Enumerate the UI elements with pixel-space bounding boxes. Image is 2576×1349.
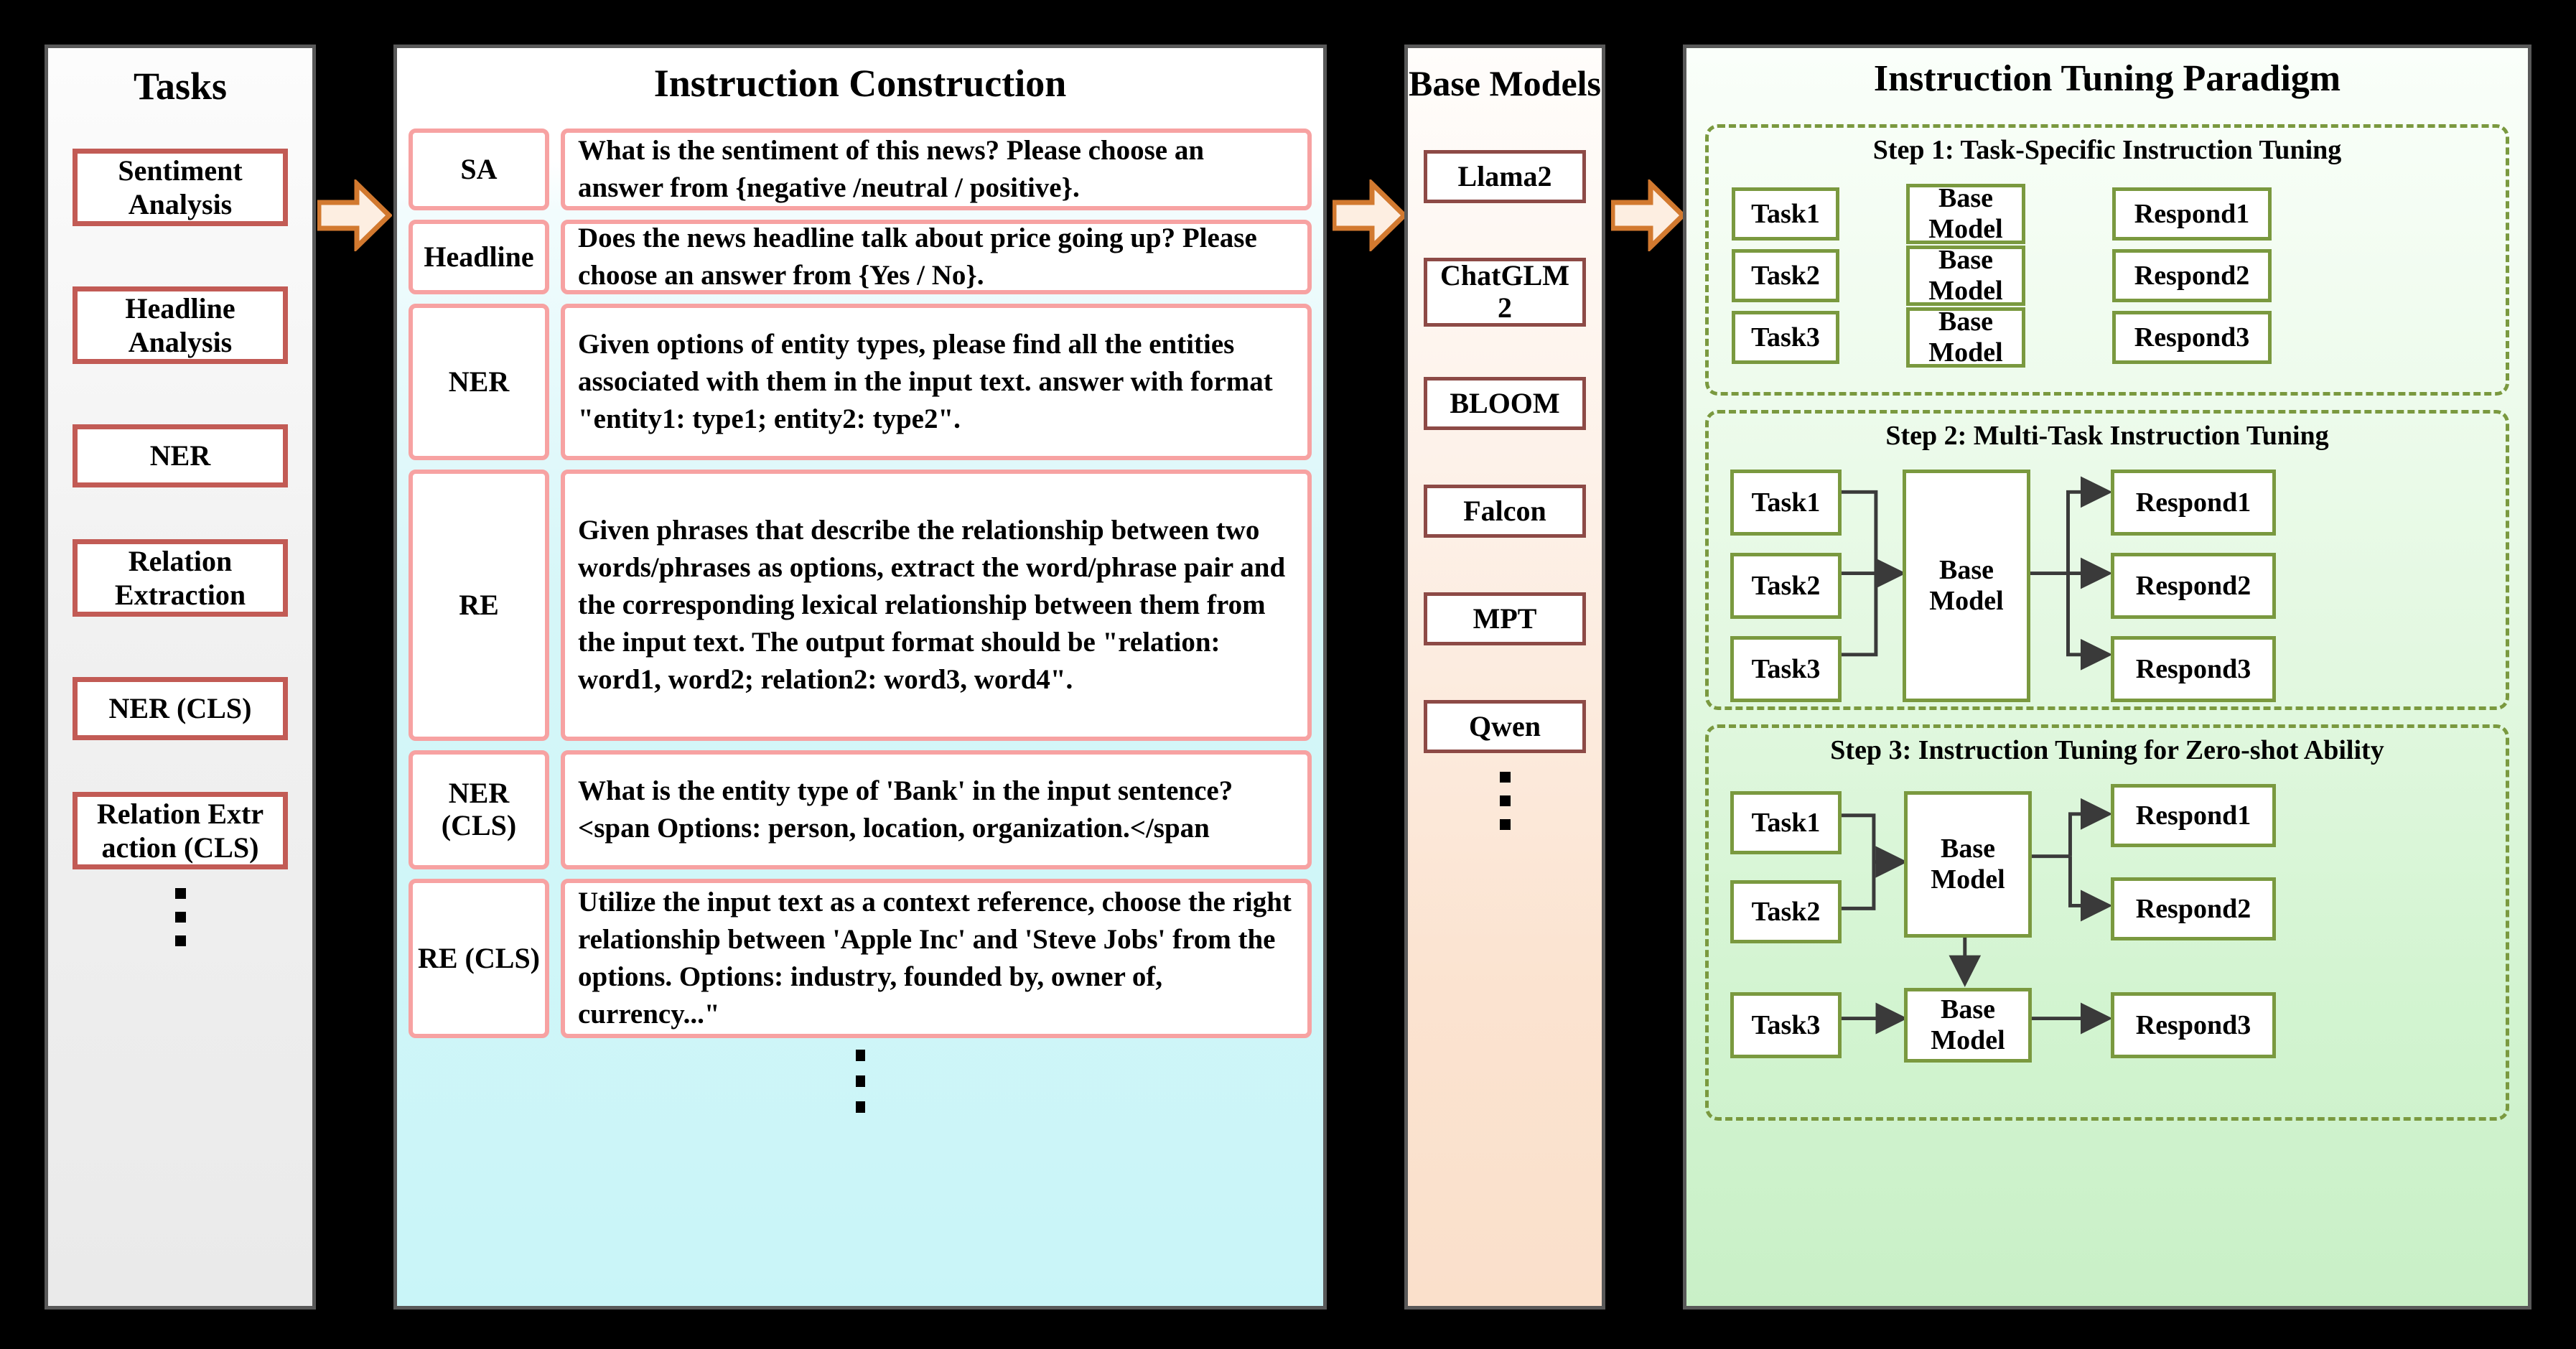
instruction-tag-sa[interactable]: SA: [409, 129, 549, 210]
base-model-item-falcon[interactable]: Falcon: [1424, 485, 1586, 538]
step-1-diagram: Task1 Base Model Respond1 Task2 Base Mod…: [1709, 128, 2506, 392]
task-item-relation-extraction[interactable]: Relation Extraction: [73, 539, 288, 617]
step-3-diagram: Task1 Task2 Task3 Base Model Base Model …: [1709, 728, 2506, 1117]
task-item-relation-extraction-cls[interactable]: Relation Extr action (CLS): [73, 792, 288, 869]
step3-respond1-node[interactable]: Respond1: [2111, 784, 2276, 847]
step-2-arrows: [1840, 476, 2113, 671]
step3-respond2-node[interactable]: Respond2: [2111, 877, 2276, 940]
task-item-sentiment-analysis[interactable]: Sentiment Analysis: [73, 149, 288, 226]
step1-task2-node[interactable]: Task2: [1732, 249, 1839, 302]
instruction-text-ner[interactable]: Given options of entity types, please fi…: [561, 304, 1312, 460]
instruction-tag-ner[interactable]: NER: [409, 304, 549, 460]
paradigm-title: Instruction Tuning Paradigm: [1873, 58, 2341, 99]
task-item-ner-cls[interactable]: NER (CLS): [73, 677, 288, 740]
task-item-headline-analysis[interactable]: Headline Analysis: [73, 286, 288, 364]
instruction-text-re-cls[interactable]: Utilize the input text as a context refe…: [561, 879, 1312, 1038]
step3-base-model-top-node[interactable]: Base Model: [1904, 791, 2032, 938]
instruction-row-re-cls: RE (CLS) Utilize the input text as a con…: [409, 879, 1312, 1038]
instruction-ellipsis-icon: [409, 1050, 1312, 1127]
step3-task3-node[interactable]: Task3: [1730, 992, 1842, 1058]
instruction-row-re: RE Given phrases that describe the relat…: [409, 470, 1312, 741]
instruction-row-ner: NER Given options of entity types, pleas…: [409, 304, 1312, 460]
step2-task1-node[interactable]: Task1: [1730, 470, 1842, 536]
tasks-title: Tasks: [133, 65, 228, 108]
base-models-ellipsis-icon: [1499, 772, 1511, 843]
step1-task3-node[interactable]: Task3: [1732, 311, 1839, 364]
right-arrow-icon: [1610, 177, 1687, 253]
base-model-item-qwen[interactable]: Qwen: [1424, 700, 1586, 753]
step2-respond3-node[interactable]: Respond3: [2111, 636, 2276, 702]
base-model-item-mpt[interactable]: MPT: [1424, 592, 1586, 645]
instruction-tag-re[interactable]: RE: [409, 470, 549, 741]
instruction-tag-ner-cls[interactable]: NER (CLS): [409, 750, 549, 869]
connector-arrow-instruction-to-models: [1331, 177, 1409, 253]
step1-respond2-node[interactable]: Respond2: [2112, 249, 2272, 302]
instruction-rows: SA What is the sentiment of this news? P…: [409, 129, 1312, 1306]
base-model-item-chatglm2[interactable]: ChatGLM 2: [1424, 258, 1586, 327]
right-arrow-icon: [1331, 177, 1409, 253]
step3-respond3-node[interactable]: Respond3: [2111, 992, 2276, 1058]
step1-base-model-2-node[interactable]: Base Model: [1906, 245, 2025, 306]
base-models-title: Base Models: [1408, 63, 1602, 103]
step-1-container: Step 1: Task-Specific Instruction Tuning: [1705, 124, 2509, 396]
step-3-title: Step 3: Instruction Tuning for Zero-shot…: [1830, 735, 2384, 765]
step-2-diagram: Task1 Task2 Task3 Base Model Respond1 Re…: [1709, 414, 2506, 706]
instruction-text-re[interactable]: Given phrases that describe the relation…: [561, 470, 1312, 741]
step-3-container: Step 3: Instruction Tuning for Zero-shot…: [1705, 724, 2509, 1121]
instruction-text-ner-cls[interactable]: What is the entity type of 'Bank' in the…: [561, 750, 1312, 869]
step2-task3-node[interactable]: Task3: [1730, 636, 1842, 702]
step2-task2-node[interactable]: Task2: [1730, 553, 1842, 619]
instruction-construction-panel: Instruction Construction SA What is the …: [393, 45, 1327, 1310]
step-1-title: Step 1: Task-Specific Instruction Tuning: [1872, 135, 2342, 165]
task-item-ner[interactable]: NER: [73, 424, 288, 487]
step3-task2-node[interactable]: Task2: [1730, 880, 1842, 943]
tasks-list: Sentiment Analysis Headline Analysis NER…: [48, 133, 312, 1306]
right-arrow-icon: [316, 177, 393, 253]
tasks-panel: Tasks Sentiment Analysis Headline Analys…: [45, 45, 316, 1310]
tasks-ellipsis-icon: [174, 888, 186, 959]
instruction-text-sa[interactable]: What is the sentiment of this news? Plea…: [561, 129, 1312, 210]
instruction-row-headline: Headline Does the news headline talk abo…: [409, 220, 1312, 294]
step-2-container: Step 2: Multi-Task Instruction Tuning: [1705, 410, 2509, 710]
step1-base-model-1-node[interactable]: Base Model: [1906, 183, 2025, 244]
step2-base-model-node[interactable]: Base Model: [1903, 470, 2030, 702]
step1-respond1-node[interactable]: Respond1: [2112, 187, 2272, 241]
step1-base-model-3-node[interactable]: Base Model: [1906, 307, 2025, 368]
step2-respond2-node[interactable]: Respond2: [2111, 553, 2276, 619]
step1-task1-node[interactable]: Task1: [1732, 187, 1839, 241]
base-models-panel: Base Models Llama2 ChatGLM 2 BLOOM Falco…: [1404, 45, 1605, 1310]
base-model-item-llama2[interactable]: Llama2: [1424, 150, 1586, 203]
connector-arrow-tasks-to-instruction: [316, 177, 393, 253]
base-model-item-bloom[interactable]: BLOOM: [1424, 377, 1586, 430]
step2-respond1-node[interactable]: Respond1: [2111, 470, 2276, 536]
instruction-tag-headline[interactable]: Headline: [409, 220, 549, 294]
step3-task1-node[interactable]: Task1: [1730, 791, 1842, 854]
instruction-text-headline[interactable]: Does the news headline talk about price …: [561, 220, 1312, 294]
instruction-tuning-paradigm-panel: Instruction Tuning Paradigm Step 1: Task…: [1683, 45, 2531, 1310]
step3-base-model-bottom-node[interactable]: Base Model: [1904, 988, 2032, 1063]
base-models-list: Llama2 ChatGLM 2 BLOOM Falcon MPT Qwen: [1408, 150, 1602, 1306]
instruction-construction-title: Instruction Construction: [653, 62, 1067, 105]
step-2-title: Step 2: Multi-Task Instruction Tuning: [1885, 421, 2329, 451]
instruction-row-sa: SA What is the sentiment of this news? P…: [409, 129, 1312, 210]
step1-respond3-node[interactable]: Respond3: [2112, 311, 2272, 364]
instruction-tag-re-cls[interactable]: RE (CLS): [409, 879, 549, 1038]
connector-arrow-models-to-paradigm: [1610, 177, 1687, 253]
instruction-row-ner-cls: NER (CLS) What is the entity type of 'Ba…: [409, 750, 1312, 869]
step-3-arrows: [1840, 798, 2113, 1035]
